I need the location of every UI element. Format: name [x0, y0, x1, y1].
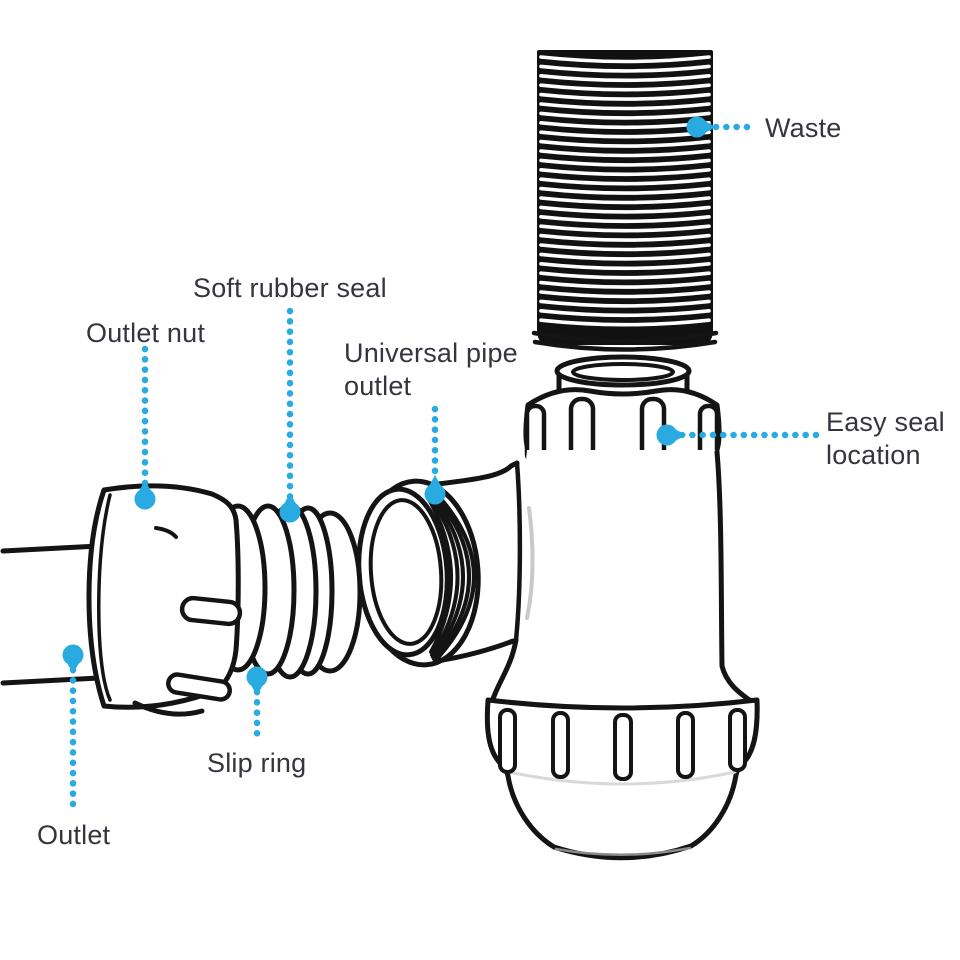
outlet-dot: [62, 644, 84, 666]
universal-pipe-outlet-dot: [424, 483, 446, 505]
waste-pipe: [531, 50, 719, 352]
slip-ring-dot: [246, 666, 268, 688]
label-soft-rubber-seal: Soft rubber seal: [193, 273, 387, 303]
label-easy-seal-location: Easy seal location: [826, 407, 945, 470]
trap-neck: [554, 354, 692, 401]
leader-lines: [69, 123, 822, 814]
outlet-nut-dot: [134, 488, 156, 510]
easy-seal-dot: [656, 424, 678, 446]
universal-pipe-outlet: [356, 460, 535, 668]
label-slip-ring: Slip ring: [207, 748, 307, 778]
label-waste: Waste: [765, 113, 842, 143]
waste-dot: [686, 116, 708, 138]
outlet-nut: [86, 483, 243, 717]
soft-rubber-seal-dot: [279, 501, 301, 523]
trap-cup: [484, 697, 760, 861]
label-universal-pipe-outlet: Universal pipe outlet: [344, 338, 518, 401]
leader-dots: [62, 116, 716, 696]
label-outlet: Outlet: [37, 820, 111, 850]
trap-body: [488, 449, 760, 712]
soft-rubber-seal: [239, 502, 363, 680]
label-outlet-nut: Outlet nut: [86, 318, 206, 348]
